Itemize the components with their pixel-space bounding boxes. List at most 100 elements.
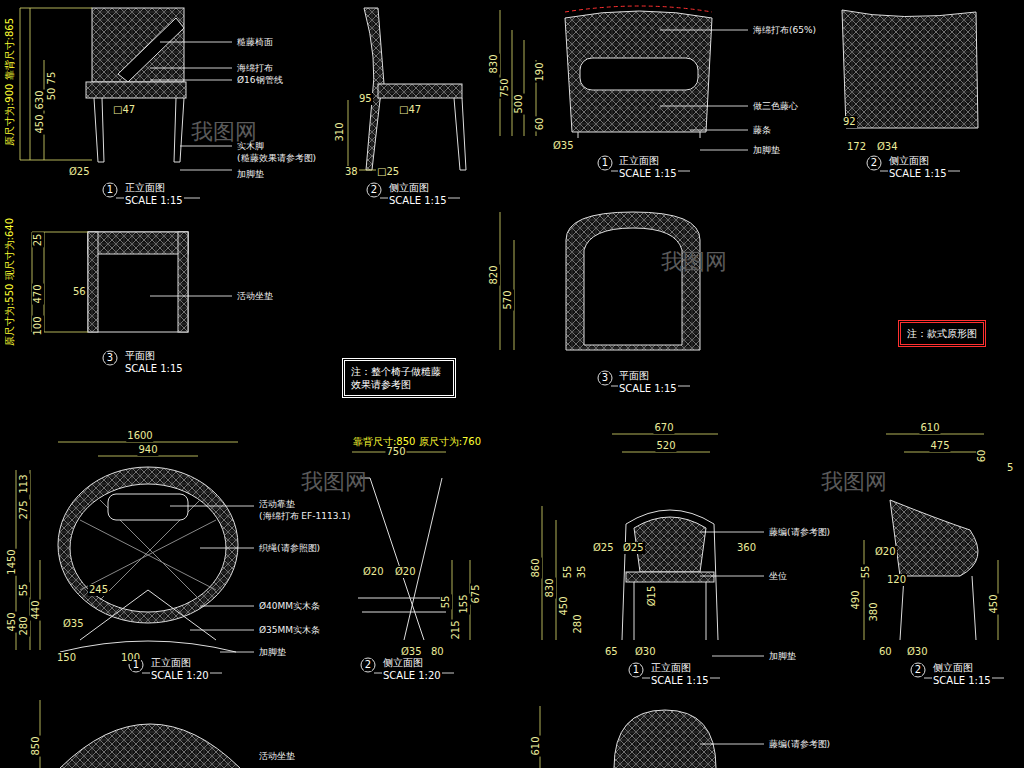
dimension-text: 55 [562, 565, 574, 580]
dimension-text: 450 [6, 611, 18, 632]
dimension-text: 2 [914, 664, 922, 676]
dimension-text: 56 [72, 286, 87, 298]
dimension-text: 172 [846, 141, 867, 153]
dimension-text: 380 [868, 601, 880, 622]
dimension-text: 113 [18, 473, 30, 494]
dimension-text: 610 [530, 735, 542, 756]
dimension-text: □47 [112, 104, 136, 116]
dimension-text: 360 [736, 542, 757, 554]
dimension-text: Ø15 [646, 585, 658, 608]
watermark: 我图网 [300, 470, 368, 494]
dimension-text: SCALE 1:15 [650, 675, 710, 687]
dimension-text: Ø30 [906, 646, 929, 658]
callout-text: (海绵打布 EF-1113.1) [258, 510, 352, 522]
dimension-text: 35 [576, 565, 588, 580]
dimension-text: 490 [850, 589, 862, 610]
dimension-text: SCALE 1:15 [124, 195, 184, 207]
dimension-text: 155 [458, 593, 470, 614]
dimension-text: 侧立面图 [382, 657, 424, 669]
callout-text: 织绳(请参照图) [258, 542, 321, 554]
callout-text: 糙藤椅面 [236, 36, 274, 48]
dimension-text: 侧立面图 [932, 662, 974, 674]
dimension-text: 280 [18, 615, 30, 636]
dimension-text: 610 [919, 422, 940, 434]
dimension-text: 2 [364, 659, 372, 671]
dimension-text: Ø20 [874, 546, 897, 558]
callout-text: 坐位 [768, 570, 788, 582]
dimension-text: □47 [398, 104, 422, 116]
dimension-text: 120 [886, 574, 907, 586]
dimension-text: 侧立面图 [388, 182, 430, 194]
dimension-text: 630 [34, 89, 46, 110]
dimension-text: 830 [544, 577, 556, 598]
dimension-text: 正立面图 [124, 182, 166, 194]
note-box: 注：款式原形图 [898, 320, 986, 347]
dimension-text: 3 [106, 352, 114, 364]
dimension-text: 60 [976, 449, 988, 464]
dimension-text: Ø20 [394, 566, 417, 578]
dimension-text: 5 [1006, 462, 1014, 474]
dimension-text: 55 [860, 565, 872, 580]
dimension-text: 440 [30, 599, 42, 620]
dimension-text: 830 [488, 53, 500, 74]
dimension-text: 1450 [6, 548, 18, 575]
callout-text: 做三色藤心 [752, 100, 799, 112]
dimension-text: 940 [137, 444, 158, 456]
watermark: 我图网 [660, 250, 728, 274]
dimension-text: Ø34 [876, 141, 899, 153]
watermark: 我图网 [190, 120, 258, 144]
dimension-text: 280 [572, 613, 584, 634]
callout-text: (糙藤效果请参考图) [236, 152, 317, 164]
dimension-text: 正立面图 [150, 657, 192, 669]
dimension-text: 25 [32, 233, 44, 248]
dimension-text: 1 [106, 184, 114, 196]
dimension-text: Ø20 [362, 566, 385, 578]
dimension-text: Ø30 [634, 646, 657, 658]
dimension-text: 450 [988, 593, 1000, 614]
dimension-text: 60 [878, 646, 893, 658]
callout-text: Ø40MM实木条 [258, 600, 321, 612]
dimension-text: 570 [502, 289, 514, 310]
dimension-text: Ø35 [62, 618, 85, 630]
dimension-text: 50 75 [46, 71, 58, 102]
callout-text: 藤编(请参考图) [768, 738, 831, 750]
note-text: 注：整个椅子做糙藤 效果请参考图 [351, 365, 447, 391]
dimension-text: 正立面图 [618, 155, 660, 167]
dimension-text: SCALE 1:15 [618, 383, 678, 395]
dimension-text: 820 [488, 264, 500, 285]
dimension-text: 675 [470, 583, 482, 604]
dimension-text: SCALE 1:15 [888, 168, 948, 180]
dimension-text: 3 [601, 372, 609, 384]
dimension-text: 1 [132, 659, 140, 671]
dimension-text: 475 [929, 440, 950, 452]
dimension-text: 190 [534, 61, 546, 82]
callout-text: 海绵打布(65%) [752, 24, 817, 36]
callout-text: Ø35MM实木条 [258, 624, 321, 636]
dimension-text: 原尺寸为:550 现尺寸为:640 [4, 217, 16, 347]
dimension-text: SCALE 1:20 [382, 670, 442, 682]
dimension-text: 1600 [126, 430, 153, 442]
dimension-text: 靠背尺寸:850 原尺寸为:760 [352, 436, 482, 448]
dimension-text: 65 [604, 646, 619, 658]
dimension-text: SCALE 1:15 [932, 675, 992, 687]
dimension-text: SCALE 1:15 [388, 195, 448, 207]
dimension-text: Ø25 [622, 542, 645, 554]
dimension-text: 670 [653, 422, 674, 434]
dimension-text: 310 [334, 121, 346, 142]
dimension-text: 1 [601, 157, 609, 169]
callout-text: 海绵打布 [236, 62, 274, 74]
callout-text: 加脚垫 [236, 168, 265, 180]
dimension-text: 2 [870, 157, 878, 169]
dimension-text: 55 [440, 595, 452, 610]
dimension-text: 245 [88, 584, 109, 596]
dimension-text: SCALE 1:15 [124, 363, 184, 375]
dimension-text: 750 [499, 77, 511, 98]
dimension-text: Ø25 [68, 166, 91, 178]
dimension-text: 80 [430, 646, 445, 658]
dimension-text: 470 [32, 283, 44, 304]
dimension-text: 92 [842, 116, 857, 128]
dimension-text: 450 [558, 595, 570, 616]
dimension-text: □25 [376, 166, 400, 178]
dimension-text: SCALE 1:20 [150, 670, 210, 682]
